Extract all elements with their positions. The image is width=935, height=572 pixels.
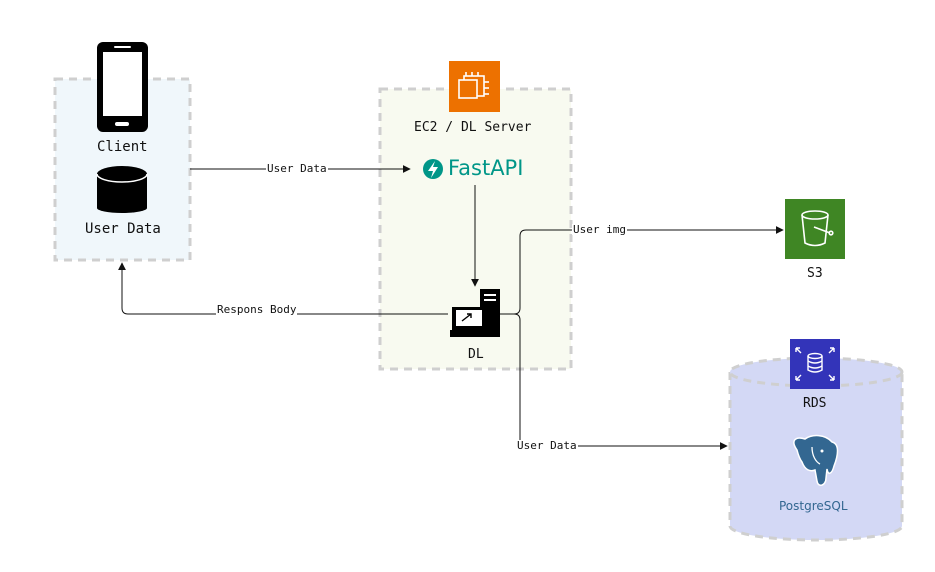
mobile-phone-icon (97, 42, 148, 132)
ec2-icon (449, 61, 500, 112)
fastapi-text: FastAPI (448, 156, 524, 180)
s3-bucket-icon (785, 199, 845, 259)
ec2-group-title: EC2 / DL Server (414, 120, 532, 135)
database-cylinder-icon (96, 166, 148, 213)
edge-label-dl-to-s3: User img (572, 223, 627, 236)
edge-label-dl-to-rds: User Data (516, 439, 578, 452)
edge-dl-to-client (118, 262, 448, 315)
edge-dl-to-s3 (500, 226, 784, 315)
rds-icon (790, 339, 840, 389)
fastapi-logo-icon (423, 159, 443, 179)
edge-label-dl-to-client: Respons Body (216, 303, 298, 316)
rds-label: RDS (803, 396, 827, 411)
edge-label-client-to-fastapi: User Data (266, 162, 328, 175)
postgresql-text: PostgreSQL (779, 499, 848, 513)
s3-label: S3 (807, 266, 823, 281)
workstation-icon (450, 289, 500, 337)
dl-label: DL (468, 347, 484, 362)
client-label: Client (97, 139, 148, 155)
user-data-label: User Data (85, 221, 161, 237)
postgresql-elephant-icon (793, 434, 839, 486)
